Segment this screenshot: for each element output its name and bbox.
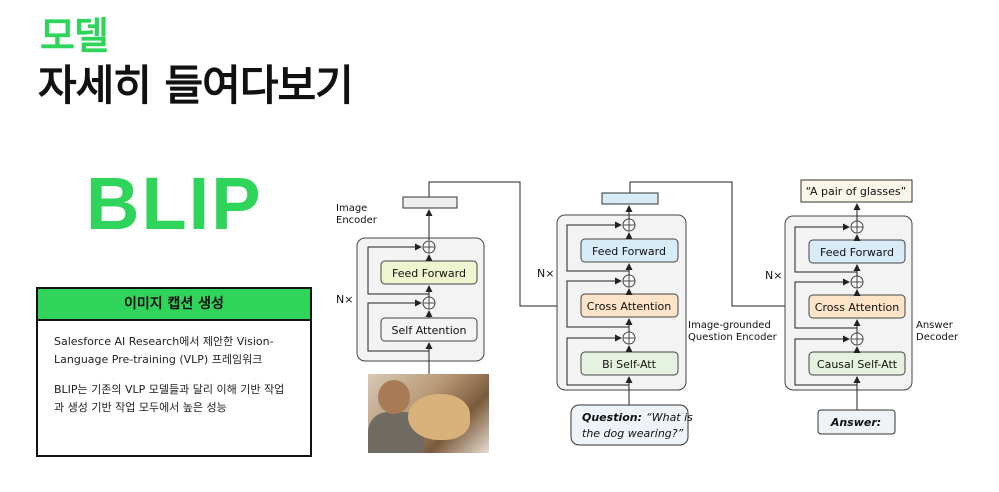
image-encoder-label-1: Image <box>336 203 367 214</box>
question-encoder-self-att-label: Bi Self-Att <box>602 358 657 371</box>
question-encoder-repeat: N× <box>537 267 554 280</box>
image-encoder-frame <box>356 237 485 362</box>
answer-output-text: “A pair of glasses” <box>806 185 907 198</box>
info-card-title: 이미지 캡션 생성 <box>38 289 310 321</box>
title-line-2: 자세히 들여다보기 <box>38 61 354 110</box>
answer-input-text: Answer: <box>830 416 881 429</box>
answer-decoder-self-att-label: Causal Self-Att <box>817 358 898 371</box>
question-input-prefix: Question: <box>582 411 642 424</box>
image-encoder-output-bar <box>402 196 458 209</box>
title-line-1: 모델 <box>40 14 109 58</box>
question-input-text-1: “What is <box>646 411 693 424</box>
question-encoder-output-bar <box>601 192 659 205</box>
answer-decoder-cross-attention-label: Cross Attention <box>815 301 899 314</box>
answer-input-box <box>817 409 896 435</box>
answer-decoder-feed-forward-label: Feed Forward <box>820 246 894 259</box>
info-card-paragraph-1: Salesforce AI Research에서 제안한 Vision-Lang… <box>54 335 274 366</box>
answer-output-box <box>800 179 913 203</box>
image-encoder-repeat: N× <box>336 293 353 306</box>
question-encoder-label-1: Image-grounded <box>688 320 771 331</box>
model-name: BLIP <box>86 162 263 245</box>
question-encoder-feed-forward-label: Feed Forward <box>592 245 666 258</box>
photo-dog <box>408 394 470 440</box>
info-card-body: Salesforce AI Research에서 제안한 Vision-Lang… <box>38 321 310 417</box>
image-encoder-self-attention-label: Self Attention <box>392 324 467 337</box>
question-input-line-1: Question: “What is <box>582 411 693 424</box>
image-encoder-label-2: Encoder <box>336 215 378 226</box>
question-input-box <box>570 404 689 446</box>
question-encoder-label-2: Question Encoder <box>688 332 778 343</box>
answer-decoder-label-1: Answer <box>916 320 954 331</box>
image-encoder-feed-forward-label: Feed Forward <box>392 267 466 280</box>
answer-decoder-label-2: Decoder <box>916 332 959 343</box>
info-card: 이미지 캡션 생성 Salesforce AI Research에서 제안한 V… <box>36 287 312 457</box>
question-encoder-cross-attention-label: Cross Attention <box>587 300 671 313</box>
input-photo <box>368 374 489 453</box>
info-card-paragraph-2: BLIP는 기존의 VLP 모델들과 달리 이해 기반 작업과 생성 기반 작업… <box>54 383 285 414</box>
question-input-text-2: the dog wearing?” <box>582 427 684 440</box>
photo-person-head <box>378 380 410 414</box>
answer-decoder-repeat: N× <box>765 269 782 282</box>
